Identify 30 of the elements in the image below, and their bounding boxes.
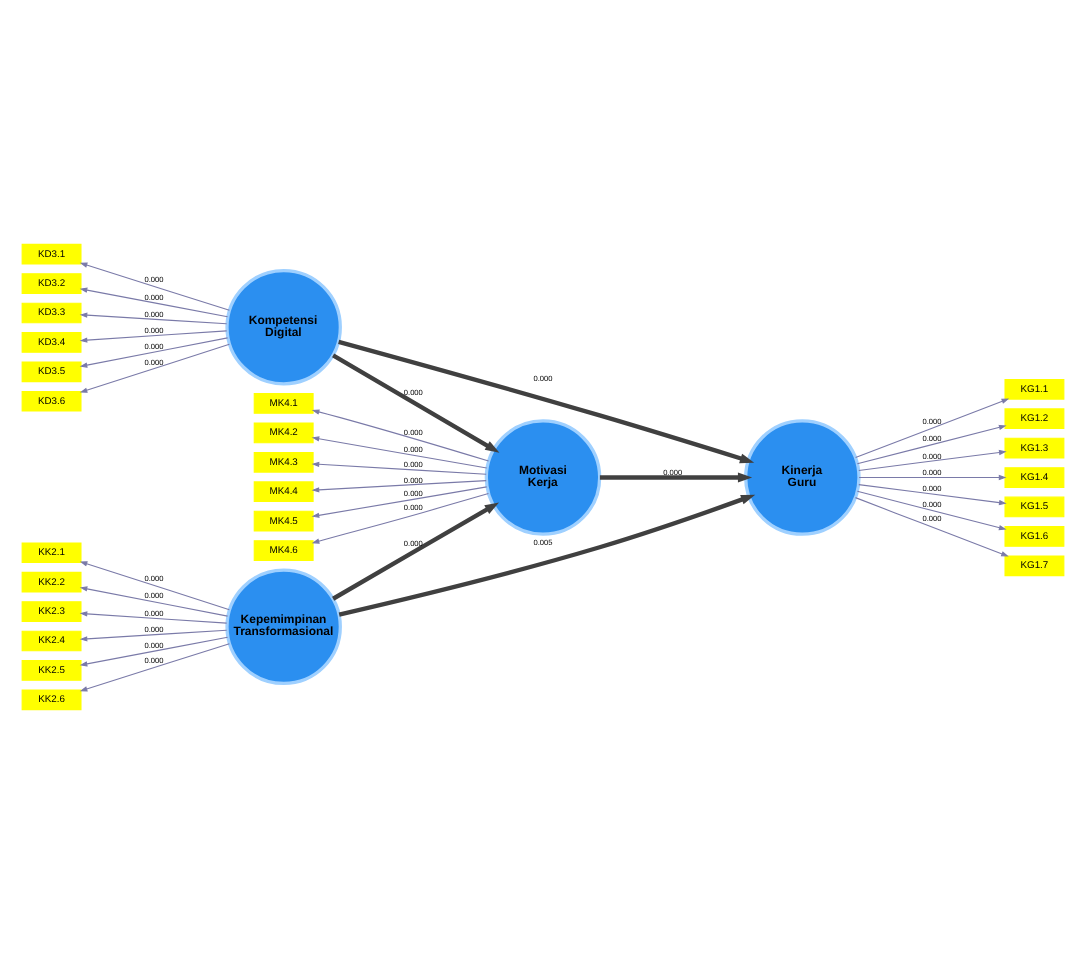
- arrow: [332, 502, 500, 601]
- arrow: [338, 339, 755, 464]
- arrow: [311, 492, 489, 544]
- arrow: [79, 337, 229, 368]
- arrow: [79, 643, 230, 692]
- arrow: [79, 636, 229, 667]
- arrow: [79, 586, 229, 617]
- arrow: [854, 497, 1009, 557]
- arrow: [856, 424, 1007, 465]
- arrow: [311, 486, 488, 518]
- arrow: [79, 611, 228, 624]
- arrow: [79, 312, 228, 325]
- arrow: [79, 629, 228, 642]
- arrow: [79, 343, 230, 393]
- arrow: [599, 472, 753, 483]
- arrow: [856, 490, 1007, 531]
- arrow: [311, 461, 487, 475]
- arrow: [858, 484, 1007, 506]
- arrow: [332, 353, 500, 453]
- arrow: [79, 330, 228, 343]
- arrow: [855, 398, 1010, 459]
- arrow: [311, 436, 488, 469]
- arrow: [79, 262, 230, 311]
- arrow: [311, 480, 487, 493]
- arrow: [858, 474, 1007, 481]
- arrow: [338, 494, 756, 617]
- arrow: [79, 561, 230, 611]
- arrow: [79, 287, 229, 318]
- arrow: [311, 409, 490, 462]
- arrow: [858, 449, 1007, 471]
